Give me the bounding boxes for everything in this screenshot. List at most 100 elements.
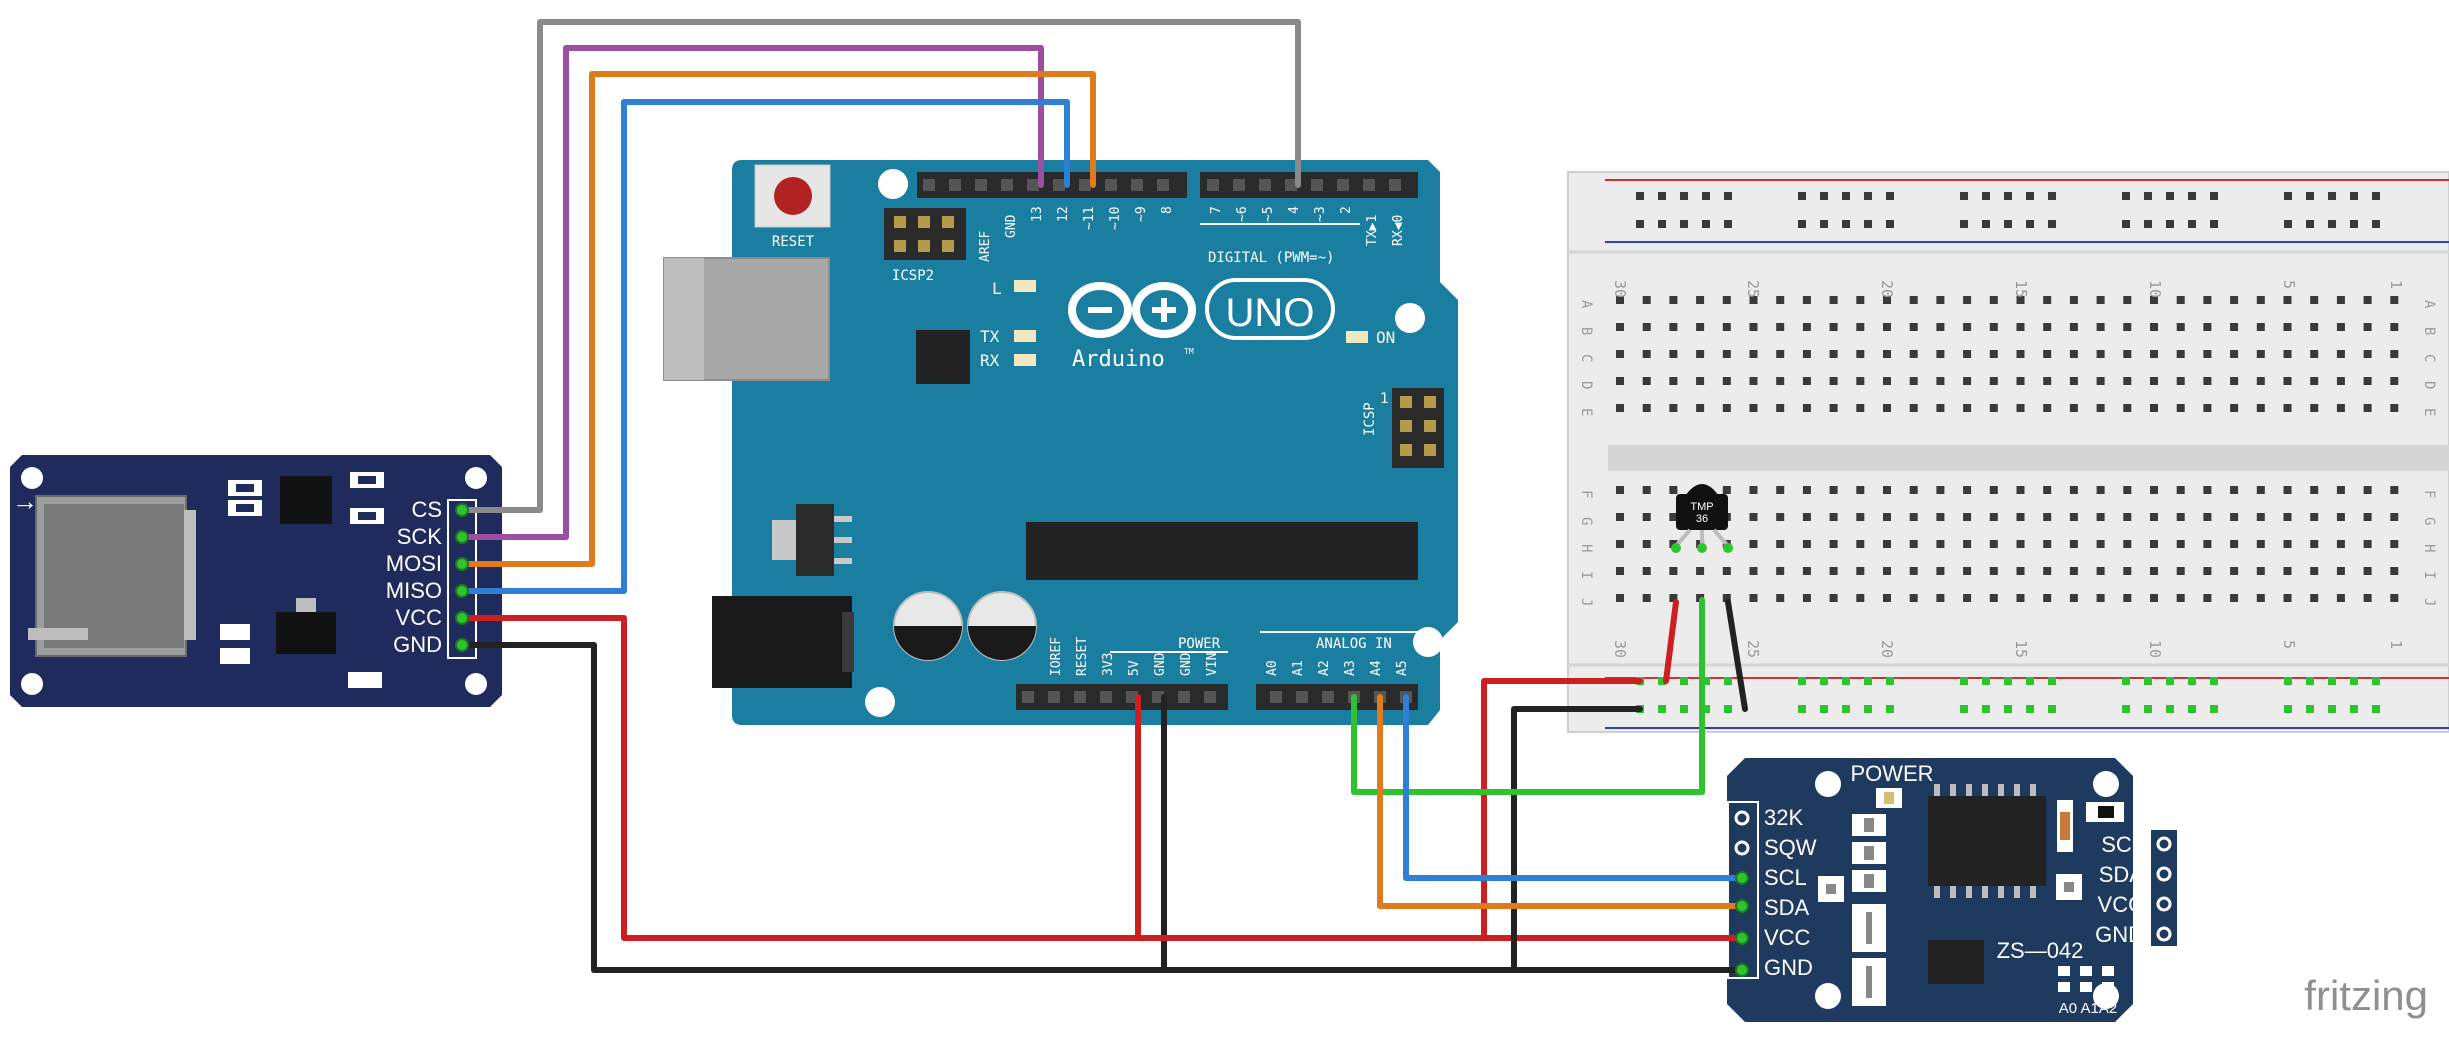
digital-pin-socket <box>1337 179 1349 191</box>
breadboard-hole <box>1963 350 1972 358</box>
breadboard-hole <box>2203 594 2212 602</box>
wire-sd-cs-to-d4[interactable] <box>459 19 1301 513</box>
breadboard-rail-hole <box>1864 192 1872 200</box>
breadboard-hole <box>2043 404 2052 412</box>
sd-pin-connectors <box>455 503 469 652</box>
bb-row-letter-e-right: E <box>2421 408 2437 416</box>
wire-a4-to-rtc-sda[interactable] <box>1377 694 1745 909</box>
breadboard-hole <box>2016 594 2025 602</box>
breadboard-hole <box>1776 350 1785 358</box>
wire-bb-rail-vcc[interactable] <box>1481 678 1643 941</box>
sd-pin-label-vcc: VCC <box>396 605 443 630</box>
breadboard-rail-hole <box>2122 220 2130 228</box>
rtc-module: POWER ZS—042 A0 A1A2 32K SQW <box>1727 758 2179 1022</box>
breadboard-rail-hole <box>2122 192 2130 200</box>
breadboard-hole <box>2336 404 2345 412</box>
breadboard-rail-hole <box>1724 220 1732 228</box>
sd-pin-label-sck: SCK <box>397 524 443 549</box>
wire-bb-rail-gnd[interactable] <box>1511 706 1643 973</box>
breadboard-hole <box>1883 296 1891 304</box>
wire-sd-miso-to-d12[interactable] <box>459 99 1070 594</box>
pin-label-9: ~9 <box>1134 206 1149 222</box>
pin-label-a2: A2 <box>1317 660 1332 676</box>
sd-pin-label-cs: CS <box>411 497 442 522</box>
breadboard-hole <box>2176 594 2185 602</box>
breadboard-hole <box>1802 323 1811 331</box>
wire-sd-vcc-to-5v[interactable] <box>459 615 1141 941</box>
breadboard-hole <box>1909 296 1918 304</box>
breadboard-hole <box>1669 513 1678 521</box>
fritzing-watermark: fritzing <box>2304 972 2428 1019</box>
bb-col-number-25-top: 25 <box>1744 280 1762 298</box>
breadboard-rail-hole <box>2144 677 2152 685</box>
pin-label-vin: VIN <box>1205 653 1220 676</box>
voltage-regulator <box>796 504 834 576</box>
led-rx <box>1014 354 1036 366</box>
breadboard-rail-hole <box>2004 192 2012 200</box>
pin-label-3v3: 3V3 <box>1101 653 1116 676</box>
pin-label-aref: AREF <box>978 231 993 262</box>
reset-button-cap[interactable] <box>774 177 812 215</box>
breadboard-rail-hole <box>1636 220 1644 228</box>
breadboard-rail-hole <box>2188 705 2196 713</box>
wire-a3-to-tmp36[interactable] <box>1351 597 1705 795</box>
breadboard-rail-hole <box>1724 705 1732 713</box>
breadboard-hole <box>2096 296 2105 304</box>
breadboard-hole <box>2256 296 2265 304</box>
breadboard-hole <box>1989 567 1998 575</box>
breadboard-rail-hole <box>2328 705 2336 713</box>
breadboard-rail-hole <box>1886 677 1894 685</box>
breadboard-hole <box>1616 323 1624 331</box>
breadboard-hole <box>1963 323 1972 331</box>
breadboard-hole <box>2123 323 2132 331</box>
breadboard-rail-hole <box>2026 677 2034 685</box>
wire-sd-gnd-to-gnd[interactable] <box>459 642 1167 973</box>
breadboard-hole <box>1616 594 1624 602</box>
breadboard-hole <box>1642 377 1651 385</box>
digital-pin-socket <box>949 179 961 191</box>
breadboard-hole <box>1856 323 1865 331</box>
breadboard-hole <box>2363 513 2372 521</box>
bb-row-letter-h: H <box>1578 544 1594 552</box>
breadboard-hole <box>2283 594 2292 602</box>
wire-sd-mosi-to-d11[interactable] <box>459 71 1096 567</box>
breadboard-hole <box>1909 350 1918 358</box>
breadboard-hole <box>1856 350 1865 358</box>
breadboard-hole <box>1749 540 1758 548</box>
breadboard-hole <box>2096 486 2105 494</box>
breadboard-hole <box>2069 377 2078 385</box>
rtc-pin-label-sqw: SQW <box>1764 835 1817 860</box>
breadboard-rail-hole <box>2188 220 2196 228</box>
breadboard-hole <box>2043 540 2052 548</box>
mounting-hole <box>1815 771 1841 797</box>
breadboard-hole <box>1883 377 1891 385</box>
breadboard-hole <box>2283 323 2292 331</box>
led-rx-label: RX <box>980 351 1000 370</box>
breadboard-hole <box>2230 567 2239 575</box>
breadboard-hole <box>1802 486 1811 494</box>
wire-sd-sck-to-d13[interactable] <box>459 45 1044 540</box>
wire-tmp36-vcc[interactable] <box>1663 599 1679 684</box>
breadboard-hole <box>2203 350 2212 358</box>
wire-a5-to-rtc-scl[interactable] <box>1403 694 1745 881</box>
breadboard-hole <box>1936 296 1945 304</box>
breadboard-rail-hole <box>2144 220 2152 228</box>
breadboard-rail-hole <box>2306 192 2314 200</box>
breadboard-hole <box>1642 540 1651 548</box>
breadboard-rail-hole <box>2350 192 2358 200</box>
breadboard-hole <box>1829 377 1838 385</box>
digital-pin-socket <box>1079 179 1091 191</box>
reset-label: RESET <box>772 234 815 250</box>
breadboard-hole <box>1883 513 1891 521</box>
breadboard-hole <box>1909 323 1918 331</box>
wire-tmp36-gnd[interactable] <box>1725 599 1748 712</box>
breadboard-hole <box>2176 350 2185 358</box>
breadboard-hole <box>2336 323 2345 331</box>
breadboard-rail-hole <box>1982 705 1990 713</box>
breadboard-hole <box>1989 486 1998 494</box>
breadboard-rail-hole <box>2210 677 2218 685</box>
breadboard-rail-hole <box>1820 705 1828 713</box>
bb-col-number-15-bottom: 15 <box>2012 640 2030 658</box>
breadboard-hole <box>1616 486 1624 494</box>
breadboard-rail-hole <box>2306 677 2314 685</box>
